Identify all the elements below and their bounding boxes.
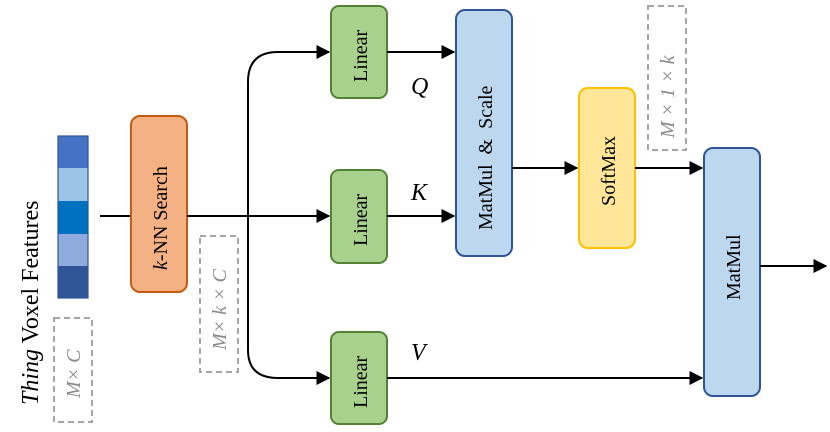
linear-k-label: Linear [350, 193, 372, 246]
k-label: K [410, 180, 429, 206]
matmul-label: MatMul [723, 234, 745, 300]
matmul-block: MatMul [703, 147, 761, 397]
knn-search-label: k-NN Search [150, 166, 172, 270]
attn-dim-box: M × 1 × k [647, 5, 687, 151]
attn-dim-label: M × 1 × k [657, 54, 679, 139]
input-dim-label: M× C [63, 349, 85, 399]
voxel-feature-column [57, 135, 89, 299]
v-branch-arrow [247, 216, 331, 385]
input-dim-box: M× C [53, 317, 93, 423]
matmul-scale-block: MatMul & Scale [455, 9, 513, 257]
linear-k-block: Linear [330, 169, 388, 264]
feature-cell [58, 234, 88, 266]
feature-cell [58, 136, 88, 168]
linear-q-block: Linear [330, 5, 388, 99]
q-branch-arrow [247, 45, 331, 216]
input-title: Thing Voxel Features [18, 201, 44, 405]
q-label: Q [411, 74, 428, 100]
matmul-scale-label: MatMul & Scale [475, 85, 497, 230]
linear-v-block: Linear [330, 331, 388, 425]
v-label: V [411, 340, 428, 366]
feature-cell [58, 168, 88, 201]
linear-q-label: Linear [350, 29, 372, 82]
knn-search-block: k-NN Search [130, 115, 188, 293]
feature-cell [58, 201, 88, 234]
feature-cell [58, 266, 88, 298]
softmax-block: SoftMax [578, 87, 636, 249]
knn-dim-label: M× k × C [209, 268, 231, 351]
linear-v-label: Linear [350, 355, 372, 408]
knn-dim-box: M× k × C [199, 235, 239, 373]
softmax-label: SoftMax [598, 136, 620, 206]
